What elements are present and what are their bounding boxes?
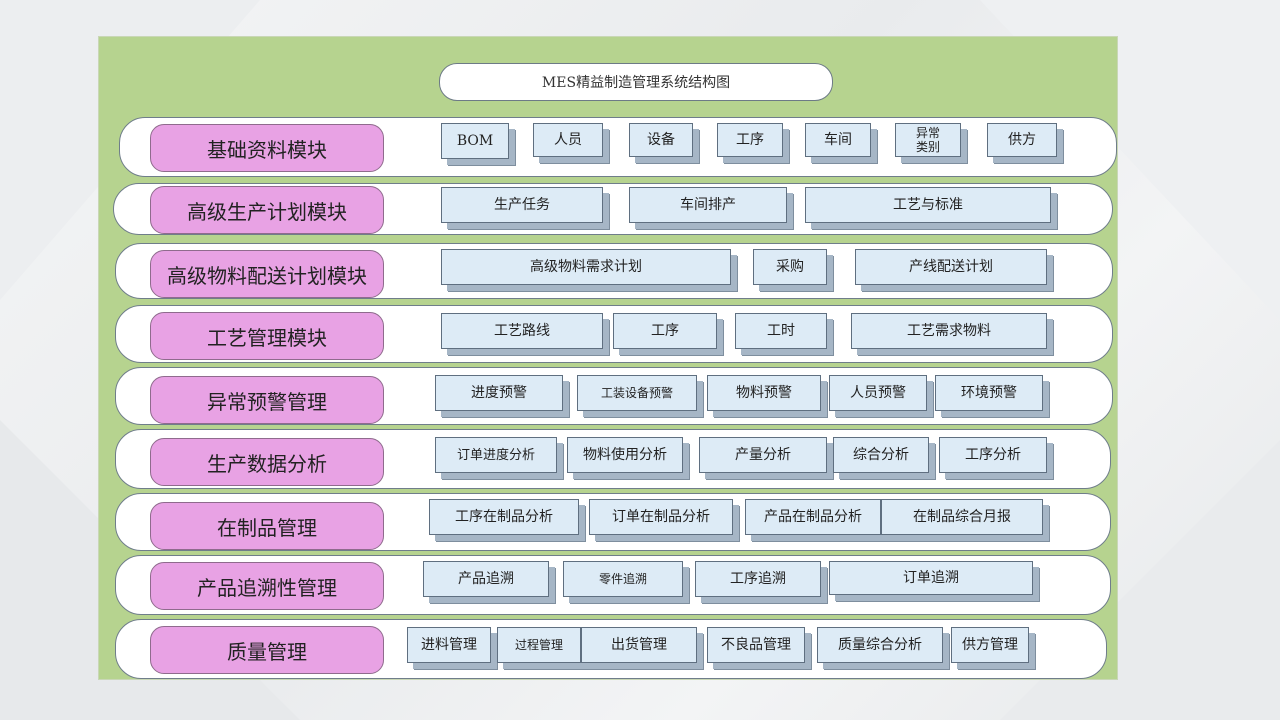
submodule-box: 过程管理 — [497, 627, 581, 663]
module-row: 基础资料模块 — [119, 117, 1117, 177]
module-label: 产品追溯性管理 — [150, 562, 384, 610]
submodule-box: 供方管理 — [951, 627, 1029, 663]
submodule-box: 高级物料需求计划 — [441, 249, 731, 285]
submodule-box: 工艺路线 — [441, 313, 603, 349]
submodule-box: 工序在制品分析 — [429, 499, 579, 535]
submodule-box: 产品在制品分析 — [745, 499, 881, 535]
submodule-box: 物料预警 — [707, 375, 821, 411]
module-label: 质量管理 — [150, 626, 384, 674]
submodule-box: 进料管理 — [407, 627, 491, 663]
module-label: 异常预警管理 — [150, 376, 384, 424]
submodule-box: 采购 — [753, 249, 827, 285]
submodule-box: 工序追溯 — [695, 561, 821, 597]
submodule-box: 订单进度分析 — [435, 437, 557, 473]
module-label: 在制品管理 — [150, 502, 384, 550]
submodule-box: 车间排产 — [629, 187, 787, 223]
submodule-box: 工序 — [717, 123, 783, 157]
module-label: 高级生产计划模块 — [150, 186, 384, 234]
submodule-box: 产品追溯 — [423, 561, 549, 597]
submodule-box: 进度预警 — [435, 375, 563, 411]
module-label: 基础资料模块 — [150, 124, 384, 172]
submodule-box: 生产任务 — [441, 187, 603, 223]
submodule-box: 人员预警 — [829, 375, 927, 411]
submodule-box: 供方 — [987, 123, 1057, 157]
submodule-box: 质量综合分析 — [817, 627, 943, 663]
module-label: 高级物料配送计划模块 — [150, 250, 384, 298]
diagram-title: MES精益制造管理系统结构图 — [439, 63, 833, 101]
submodule-box: 订单追溯 — [829, 561, 1033, 595]
submodule-box: 零件追溯 — [563, 561, 683, 597]
submodule-box: 综合分析 — [833, 437, 929, 473]
submodule-box: 设备 — [629, 123, 693, 157]
submodule-box: 订单在制品分析 — [589, 499, 733, 535]
module-label: 工艺管理模块 — [150, 312, 384, 360]
submodule-box: 工艺需求物料 — [851, 313, 1047, 349]
submodule-box: 人员 — [533, 123, 603, 157]
submodule-box: 出货管理 — [581, 627, 697, 663]
submodule-box: 工序 — [613, 313, 717, 349]
submodule-box: 物料使用分析 — [567, 437, 683, 473]
submodule-box: 环境预警 — [935, 375, 1043, 411]
submodule-box: 在制品综合月报 — [881, 499, 1043, 535]
submodule-box: 车间 — [805, 123, 871, 157]
submodule-box: 工装设备预警 — [577, 375, 697, 411]
submodule-box: 工时 — [735, 313, 827, 349]
module-label: 生产数据分析 — [150, 438, 384, 486]
submodule-box: 产线配送计划 — [855, 249, 1047, 285]
submodule-box: 工序分析 — [939, 437, 1047, 473]
submodule-box: BOM — [441, 123, 509, 159]
submodule-box: 产量分析 — [699, 437, 827, 473]
submodule-box: 不良品管理 — [707, 627, 805, 663]
submodule-box: 工艺与标准 — [805, 187, 1051, 223]
submodule-box: 异常 类别 — [895, 123, 961, 157]
